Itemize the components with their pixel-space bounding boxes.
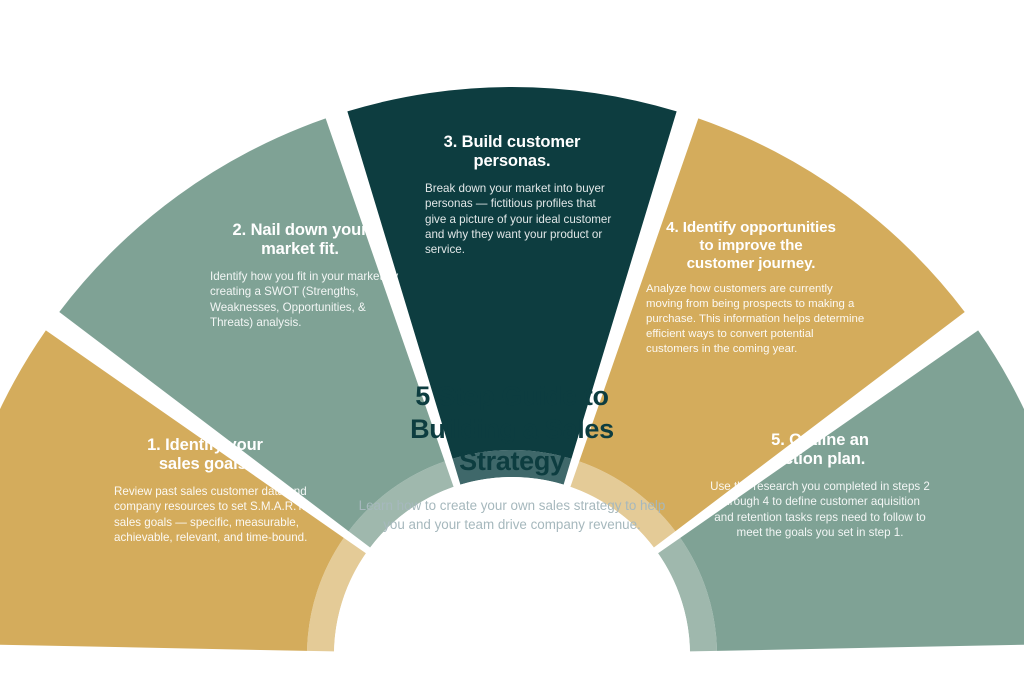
segment-step-2-body: Identify how you fit in your market by c… <box>210 269 399 329</box>
segment-step-1-title: 1. Identify your sales goals. <box>96 436 314 475</box>
segment-step-5-title-line-1: 5. Outline an <box>771 431 869 449</box>
sector-3[interactable] <box>347 86 677 485</box>
segment-step-2-title: 2. Nail down your market fit. <box>196 221 404 260</box>
sector-2[interactable] <box>59 118 454 548</box>
segment-step-1-title-line-2: sales goals. <box>158 455 252 474</box>
sector-5[interactable] <box>658 330 1024 652</box>
center-hub: 5 Step Guide to Building a Sales Strateg… <box>352 380 672 534</box>
sector-body <box>347 86 677 459</box>
sector-1[interactable] <box>0 330 366 652</box>
segment-step-5-text[interactable]: 5. Outline an action plan. Use the resea… <box>710 431 930 540</box>
segment-step-3-title: 3. Build customer personas. <box>409 133 615 172</box>
center-hub-disc <box>334 477 690 680</box>
sector-body <box>680 330 1024 651</box>
segment-step-2-text[interactable]: 2. Nail down your market fit. Identify h… <box>196 221 404 330</box>
segment-step-4-title-line-2: to improve the <box>699 236 803 254</box>
center-title-line-3: Strategy <box>459 446 565 477</box>
segment-step-4-title-line-1: 4. Identify opportunities <box>666 219 836 236</box>
segment-step-3-text[interactable]: 3. Build customer personas. Break down y… <box>409 133 615 257</box>
sector-4[interactable] <box>570 118 965 548</box>
segment-step-4-text[interactable]: 4. Identify opportunities to improve the… <box>634 219 868 357</box>
center-title-line-1: 5 Step Guide to <box>415 381 609 411</box>
segment-step-3-title-line-2: personas. <box>473 152 551 171</box>
segment-step-5-title: 5. Outline an action plan. <box>710 431 930 470</box>
center-subtitle: Learn how to create your own sales strat… <box>358 497 666 532</box>
center-title-line-2: Building a Sales <box>410 413 614 444</box>
sector-inner-ring <box>658 537 717 652</box>
sector-inner-ring <box>570 461 676 548</box>
fan-generated-sectors <box>0 86 1024 680</box>
sector-inner-ring <box>452 449 572 485</box>
sector-body <box>59 118 445 532</box>
segment-step-5-title-line-2: action plan. <box>774 450 866 469</box>
segment-step-2-title-line-2: market fit. <box>261 240 339 259</box>
segment-step-1-body: Review past sales customer data and comp… <box>114 484 308 544</box>
sector-body <box>579 118 965 532</box>
sector-body <box>0 330 344 651</box>
segment-step-3-title-line-1: 3. Build customer <box>443 133 581 151</box>
segment-step-3-body: Break down your market into buyer person… <box>425 181 612 257</box>
sector-inner-ring <box>307 537 366 652</box>
segment-step-4-title: 4. Identify opportunities to improve the… <box>634 219 868 273</box>
segment-step-1-title-line-1: 1. Identify your <box>147 436 263 454</box>
segment-step-2-title-line-1: 2. Nail down your <box>232 221 368 239</box>
segment-step-4-body: Analyze how customers are currently movi… <box>646 282 865 355</box>
segment-step-1-text[interactable]: 1. Identify your sales goals. Review pas… <box>96 436 314 545</box>
page-title: 5 Step Guide to Building a Sales Strateg… <box>352 380 672 478</box>
sector-inner-ring <box>348 461 454 548</box>
segment-step-5-body: Use the research you completed in steps … <box>710 479 930 539</box>
segment-step-4-title-line-3: customer journey. <box>686 254 816 272</box>
